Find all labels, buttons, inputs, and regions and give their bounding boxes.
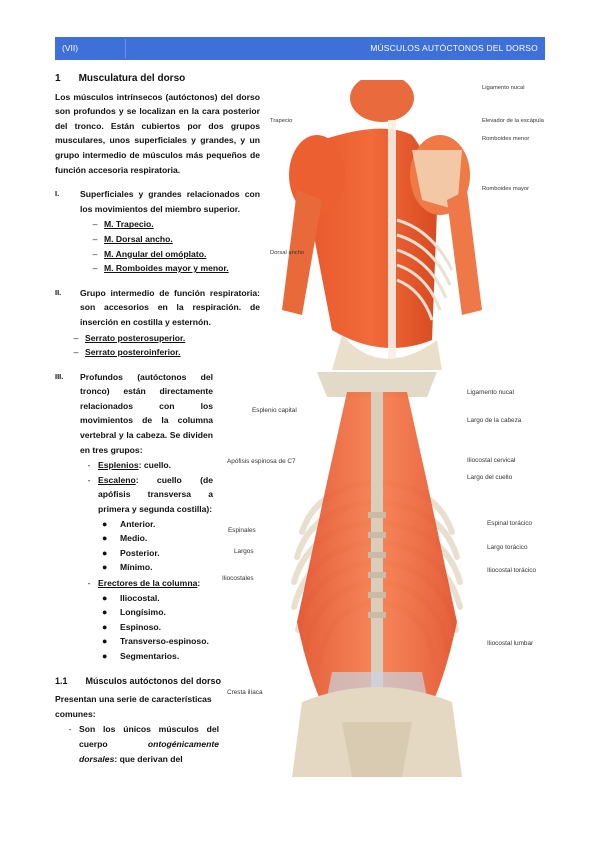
heading-2-number: 1.1 (55, 675, 68, 686)
list-item: - Son los únicos músculos del cuerpo ont… (68, 724, 219, 764)
text-column: 1 Musculatura del dorso Los músculos int… (55, 72, 260, 766)
label-largo-cabeza: Largo de la cabeza (467, 417, 522, 424)
figure-superficial-back: Trapecio Dorsal ancho Ligamento nucal El… (262, 74, 552, 370)
label-largos: Largos (234, 548, 254, 555)
label-iliocostales: Iliocostales (222, 575, 254, 582)
section-number: (VII) (62, 43, 79, 53)
intro-paragraph: Los músculos intrínsecos (autóctonos) de… (55, 91, 260, 175)
label-elevador: Elevador de la escápula (482, 118, 544, 124)
list-item: –M. Angular del omóplato. (92, 248, 207, 259)
group-3: III. Profundos (autóctonos del tronco) e… (55, 370, 213, 664)
page-header: (VII) MÚSCULOS AUTÓCTONOS DEL DORSO (55, 37, 545, 60)
label-trapecio: Trapecio (270, 118, 293, 124)
figure-deep-back: Esplenio capital Apófisis espinosa de C7… (222, 372, 552, 777)
group-2: II. Grupo intermedio de función respirat… (55, 286, 260, 330)
escaleno-list: ●Anterior. ●Medio. ●Posterior. ●Mínimo. (102, 517, 213, 575)
list-item: –M. Dorsal ancho. (92, 233, 173, 244)
heading-1-number: 1 (55, 73, 61, 84)
list-item: ●Transverso-espinoso. (102, 636, 209, 647)
erectores-list: ●Iliocostal. ●Longísimo. ●Espinoso. ●Tra… (102, 591, 213, 664)
label-romboides-menor: Romboides menor (482, 136, 530, 142)
label-ligamento-nucal-1: Ligamento nucal (482, 85, 525, 91)
section-intro: Presentan una serie de características c… (55, 694, 212, 719)
label-esplenio-capital: Esplenio capital (252, 407, 297, 414)
header-divider (125, 39, 126, 58)
list-item: ●Posterior. (102, 547, 160, 558)
list-item: ●Mínimo. (102, 562, 153, 573)
group-1-number: I. (55, 189, 60, 199)
list-item: ●Segmentarios. (102, 650, 180, 661)
label-largo-toracico: Largo torácico (487, 544, 528, 551)
label-iliocostal-cervical: Iliocostal cervical (467, 457, 516, 464)
group-1-text: Superficiales y grandes relacionados con… (80, 189, 260, 214)
label-largo-cuello: Largo del cuello (467, 474, 513, 481)
group-2-list: –Serrato posterosuperior. –Serrato poste… (67, 331, 260, 360)
list-item: ●Iliocostal. (102, 592, 160, 603)
list-item: ●Longísimo. (102, 607, 166, 618)
list-item: ●Espinoso. (102, 621, 162, 632)
superficial-back-illustration (282, 74, 482, 370)
label-cresta-iliaca: Cresta ilíaca (227, 689, 263, 696)
group-1: I. Superficiales y grandes relacionados … (55, 187, 260, 276)
heading-1-text: Musculatura del dorso (78, 73, 186, 84)
group-3-text: Profundos (autóctonos del tronco) están … (80, 371, 213, 455)
list-item: –M. Trapecio. (92, 219, 154, 230)
heading-2-text: Músculos autóctonos del dorso (85, 675, 222, 686)
label-iliocostal-toracico: Iliocostal torácico (487, 567, 537, 574)
list-item: -Escaleno: cuello (de apófisis transvers… (87, 474, 213, 515)
group-2-number: II. (55, 287, 62, 297)
label-dorsal-ancho: Dorsal ancho (270, 250, 305, 256)
deep-back-illustration (291, 372, 463, 777)
list-item: ●Medio. (102, 533, 148, 544)
heading-2: 1.1 Músculos autóctonos del dorso (55, 674, 260, 689)
label-espinal-toracico: Espinal torácico (487, 520, 533, 527)
list-item: -Esplenios: cuello. (87, 460, 172, 471)
group-3-number: III. (55, 371, 64, 381)
list-item: –Serrato posteroinferior. (73, 347, 181, 358)
group-1-list: –M. Trapecio. –M. Dorsal ancho. –M. Angu… (86, 217, 260, 275)
group-2-text: Grupo intermedio de función respiratoria… (80, 287, 260, 327)
label-ligamento-nucal-2: Ligamento nucal (467, 389, 514, 396)
label-espinales: Espinales (228, 527, 256, 534)
list-item: ●Anterior. (102, 518, 156, 529)
list-item: –M. Romboides mayor y menor. (92, 263, 229, 274)
header-title: MÚSCULOS AUTÓCTONOS DEL DORSO (370, 43, 538, 53)
group-3-list: -Esplenios: cuello. -Escaleno: cuello (d… (80, 458, 213, 516)
heading-1: 1 Musculatura del dorso (55, 72, 260, 87)
section-list: - Son los únicos músculos del cuerpo ont… (61, 722, 219, 766)
label-romboides-mayor: Romboides mayor (482, 186, 530, 192)
label-apofisis-c7: Apófisis espinosa de C7 (227, 458, 296, 465)
label-iliocostal-lumbar: Iliocostal lumbar (487, 640, 534, 647)
list-item: -Erectores de la columna: (87, 578, 201, 588)
list-item: –Serrato posterosuperior. (73, 332, 186, 343)
